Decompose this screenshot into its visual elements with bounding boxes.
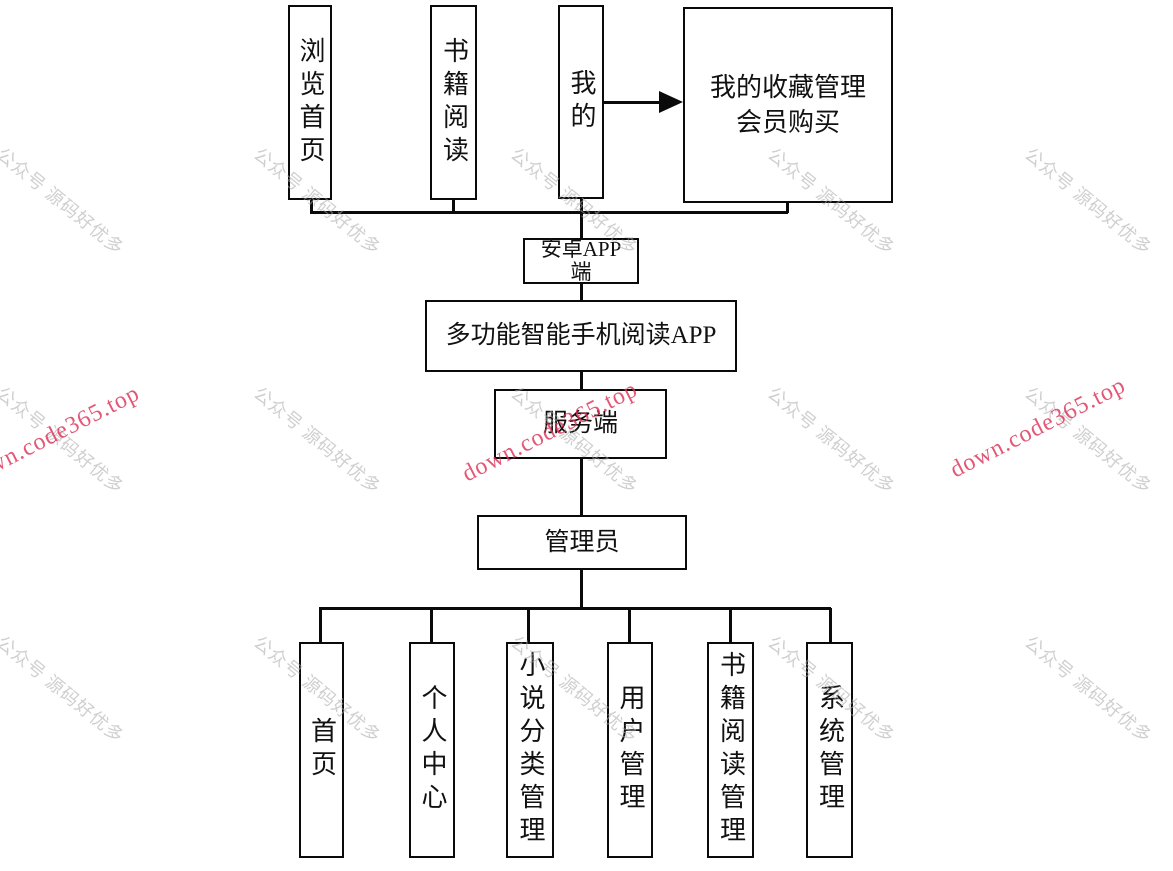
node-android-app-line2: 端 — [570, 260, 592, 284]
node-mine-label: 我的 — [567, 69, 596, 135]
node-reading-app: 多功能智能手机阅读APP — [425, 300, 737, 372]
connector-book-reading-mgmt-drop — [729, 608, 732, 643]
watermark-red: down.code365.top — [0, 380, 145, 492]
connector-book-reading-drop — [452, 198, 455, 213]
connector-top-bus — [310, 211, 788, 214]
node-book-reading-label: 书籍阅读 — [439, 36, 469, 169]
node-user-mgmt: 用户管理 — [607, 642, 653, 858]
node-personal-center-label: 个人中心 — [418, 684, 447, 816]
node-user-mgmt-label: 用户管理 — [616, 684, 645, 816]
node-android-app-line1: 安卓APP — [540, 236, 622, 261]
connector-admin-drop — [580, 569, 583, 609]
node-admin-label: 管理员 — [544, 528, 620, 556]
watermark-red: down.code365.top — [946, 372, 1131, 484]
node-book-reading-mgmt: 书籍阅读管理 — [707, 642, 754, 858]
node-reading-app-label: 多功能智能手机阅读APP — [445, 322, 717, 349]
watermark-gray: 公众号 源码好优多 — [0, 383, 128, 498]
node-android-app: 安卓APP 端 — [523, 236, 639, 284]
connector-server-to-admin — [580, 458, 583, 516]
node-server-label: 服务端 — [542, 410, 618, 437]
watermark-gray: 公众号 源码好优多 — [0, 144, 128, 259]
node-browse-home: 浏览首页 — [288, 5, 332, 200]
connector-bottom-bus — [319, 607, 831, 610]
node-server: 服务端 — [494, 389, 667, 459]
watermark-gray: 公众号 源码好优多 — [763, 383, 899, 498]
watermark-gray: 公众号 源码好优多 — [1020, 144, 1156, 259]
connector-app-to-server — [580, 371, 583, 390]
connector-android-to-app — [580, 283, 583, 301]
connector-home-drop — [319, 608, 322, 643]
connector-browse-home-drop — [310, 198, 313, 213]
node-system-mgmt-label: 系统管理 — [815, 684, 845, 816]
node-browse-home-label: 浏览首页 — [296, 36, 325, 169]
watermark-gray: 公众号 源码好优多 — [249, 383, 385, 498]
node-novel-category-mgmt: 小说分类管理 — [506, 642, 554, 858]
node-personal-center: 个人中心 — [409, 642, 455, 858]
connector-mine-drop — [580, 197, 583, 239]
connector-user-mgmt-drop — [628, 608, 631, 643]
node-favorites-membership: 我的收藏管理 会员购买 — [683, 7, 893, 203]
node-membership-label: 会员购买 — [735, 108, 840, 137]
node-system-mgmt: 系统管理 — [806, 642, 853, 858]
node-book-reading: 书籍阅读 — [430, 5, 477, 200]
connector-novel-category-drop — [527, 608, 530, 643]
connector-favorites-drop — [786, 201, 789, 213]
connector-system-mgmt-drop — [829, 608, 832, 643]
node-admin: 管理员 — [477, 515, 687, 570]
node-book-reading-mgmt-label: 书籍阅读管理 — [716, 651, 746, 849]
watermark-gray: 公众号 源码好优多 — [0, 632, 128, 747]
connector-personal-center-drop — [430, 608, 433, 643]
node-favorites-label: 我的收藏管理 — [709, 72, 866, 102]
node-mine: 我的 — [558, 5, 604, 199]
watermark-gray: 公众号 源码好优多 — [1020, 383, 1156, 498]
node-home: 首页 — [299, 642, 344, 858]
node-novel-category-mgmt-label: 小说分类管理 — [516, 651, 545, 849]
arrow-mine-to-favorites-head — [659, 91, 683, 113]
arrow-mine-to-favorites-shaft — [603, 101, 663, 104]
watermark-gray: 公众号 源码好优多 — [1020, 632, 1156, 747]
node-home-label: 首页 — [307, 717, 337, 783]
